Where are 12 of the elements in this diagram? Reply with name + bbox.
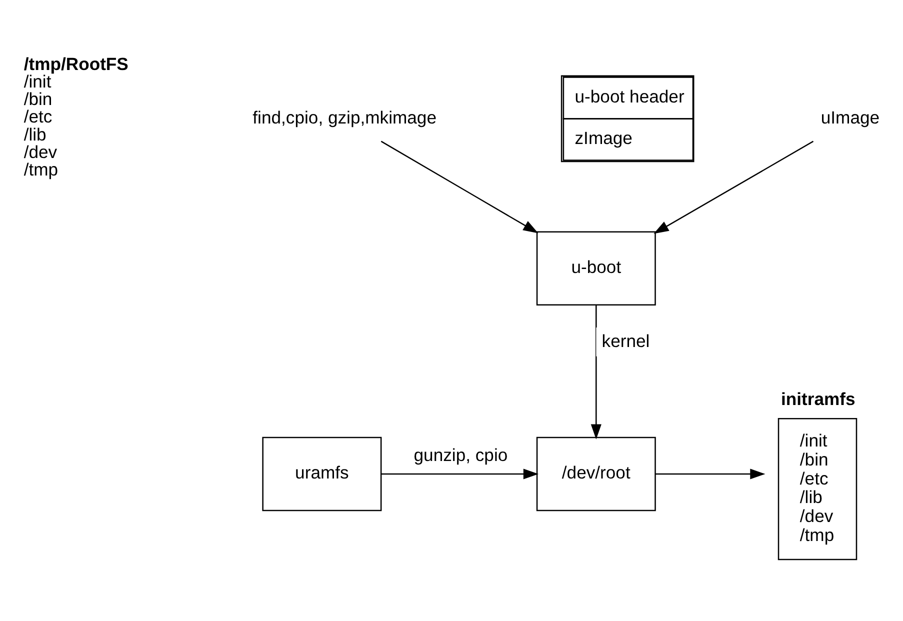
- label: /bin: [24, 89, 52, 110]
- node-label: initramfs: [781, 389, 856, 410]
- edge-label: gunzip, cpio: [414, 445, 508, 466]
- label: /etc: [24, 106, 52, 127]
- label: /lib: [24, 124, 46, 144]
- label: /tmp/RootFS: [24, 54, 128, 74]
- node-text: uImage: [820, 107, 880, 128]
- label: /tmp: [24, 160, 58, 180]
- edge-label: kernel: [602, 331, 650, 352]
- label: /dev: [24, 142, 58, 162]
- node-text: find,cpio, gzip,mkimage: [252, 107, 437, 128]
- label: /init: [24, 72, 52, 92]
